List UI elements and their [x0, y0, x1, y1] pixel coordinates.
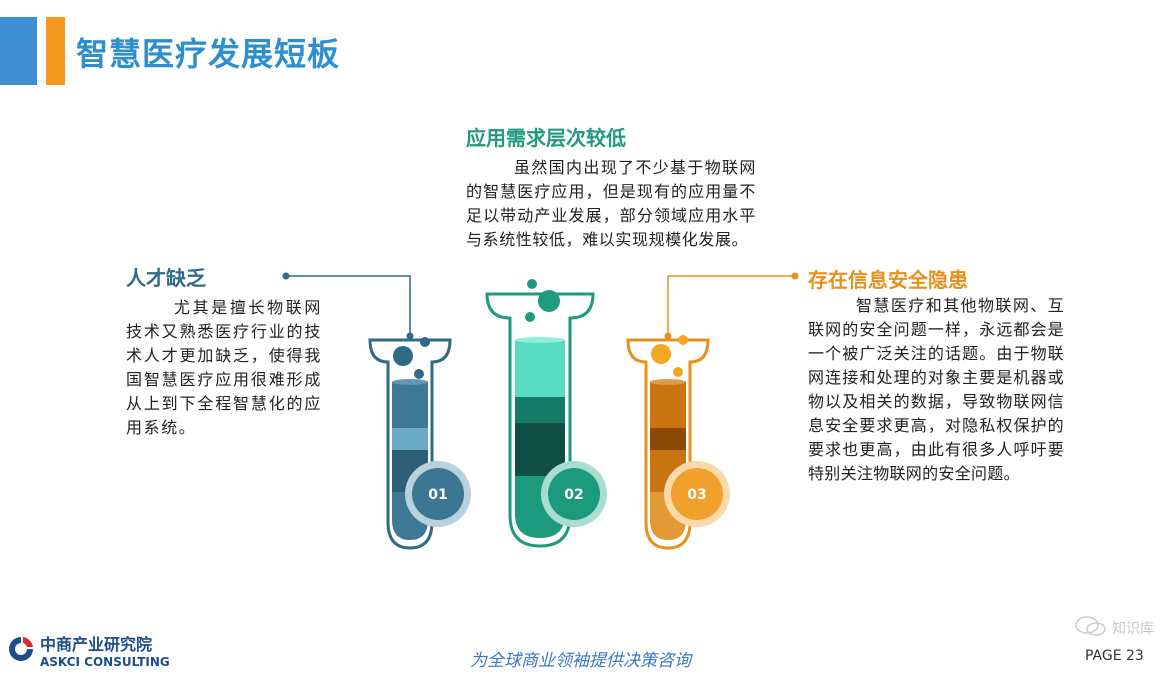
logo-english-name: ASKCI CONSULTING	[40, 655, 170, 669]
tube-01-number: 01	[428, 487, 447, 503]
tube-03: 03	[626, 335, 730, 550]
talent-shortage-title: 人才缺乏	[126, 266, 206, 290]
page-title: 智慧医疗发展短板	[76, 35, 341, 73]
tube-03-number: 03	[687, 487, 706, 503]
header-accent-bar-orange	[46, 17, 65, 85]
tube-02-number: 02	[564, 487, 583, 503]
connector-left	[282, 272, 414, 340]
low-demand-text: 虽然国内出现了不少基于物联网的智慧医疗应用，但是现有的应用量不足以带动产业发展，…	[466, 158, 756, 249]
connector-right	[664, 272, 799, 340]
logo-chinese-name: 中商产业研究院	[40, 635, 153, 654]
askci-logo-icon	[9, 637, 33, 661]
wechat-watermark-icon	[1075, 616, 1106, 636]
talent-shortage-text: 尤其是擅长物联网技术又熟悉医疗行业的技术人才更加缺乏，使得我国智慧医疗应用很难形…	[126, 298, 322, 437]
low-demand-title: 应用需求层次较低	[466, 126, 626, 150]
tube-01: 01	[368, 337, 471, 550]
watermark-text: 知识库	[1112, 621, 1154, 637]
page-number: PAGE 23	[1085, 648, 1144, 664]
security-risk-title: 存在信息安全隐患	[808, 268, 968, 292]
security-risk-text: 智慧医疗和其他物联网、互联网的安全问题一样，永远都会是一个被广泛关注的话题。由于…	[808, 296, 1064, 483]
footer-slogan: 为全球商业领袖提供决策咨询	[470, 651, 691, 671]
header-accent-bar-blue	[0, 17, 37, 85]
tube-02: 02	[485, 279, 607, 548]
